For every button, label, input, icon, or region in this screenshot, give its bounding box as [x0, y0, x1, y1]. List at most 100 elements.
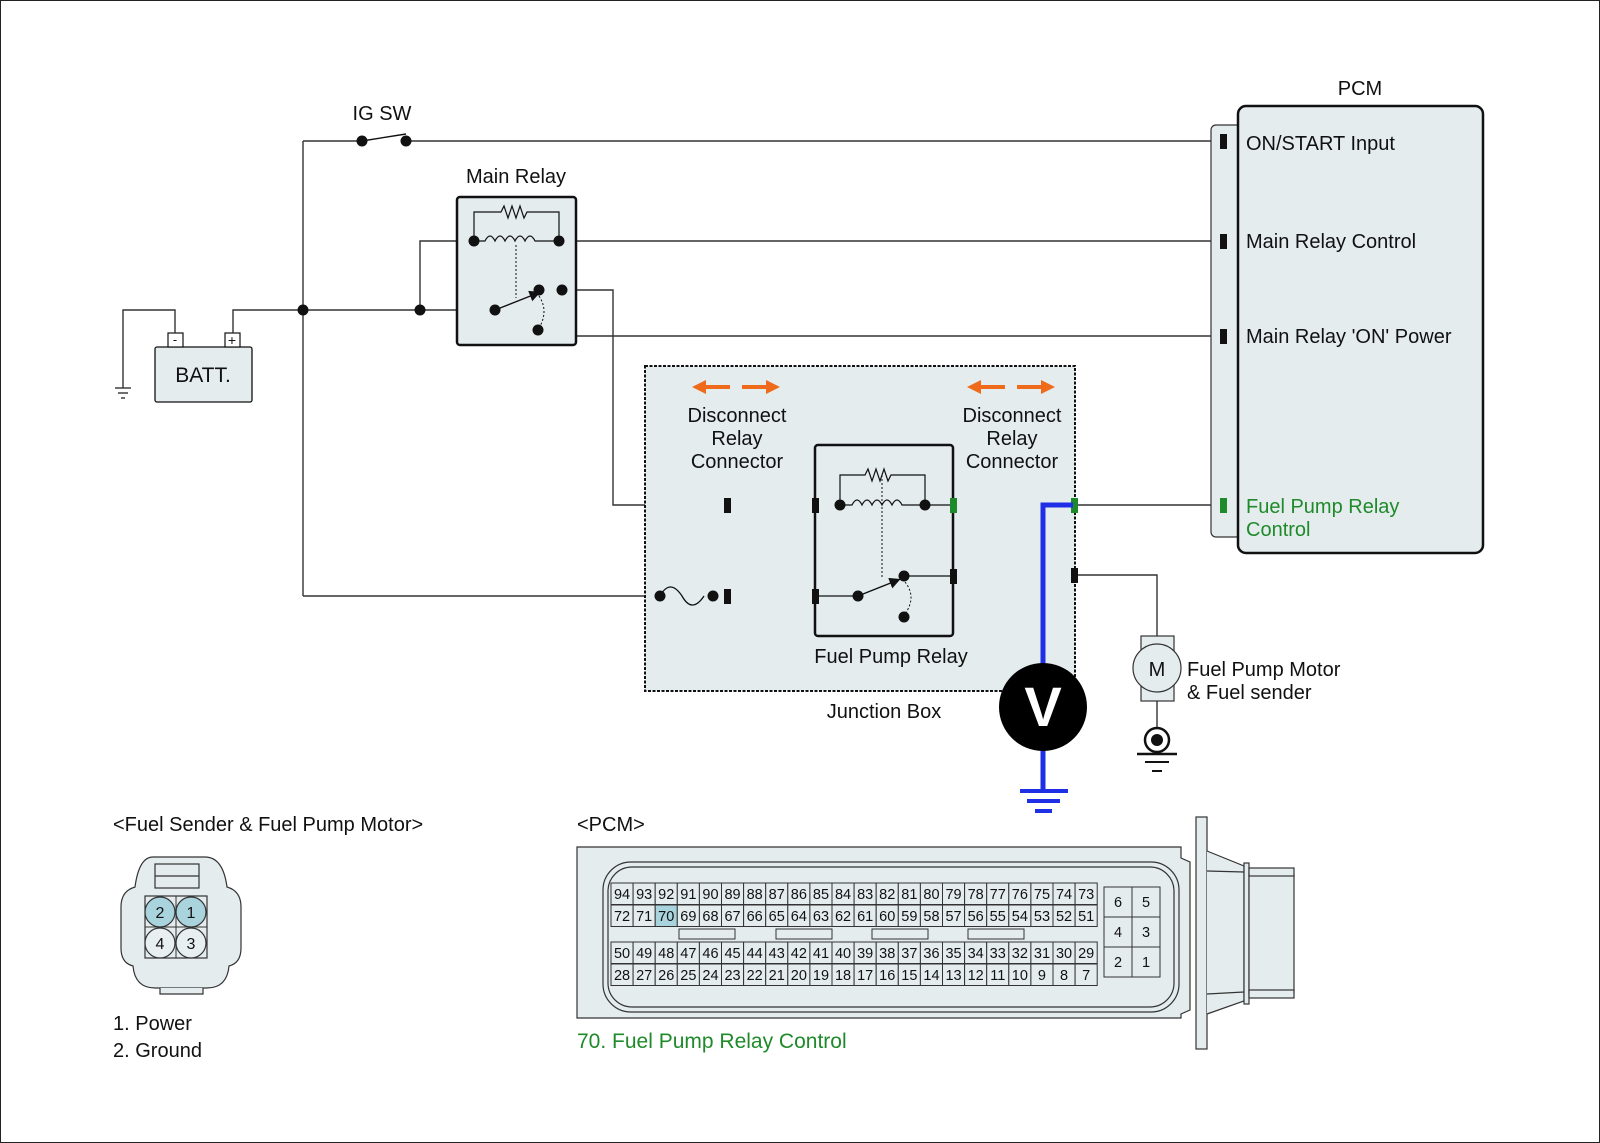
pcm-pin: 32 — [1008, 941, 1032, 964]
jb-pump-terminal — [1071, 568, 1078, 583]
pcm-pin: 9 — [1030, 963, 1054, 986]
pcm-pin: 68 — [698, 904, 723, 927]
voltmeter-probe[interactable]: V — [999, 502, 1087, 813]
svg-text:55: 55 — [990, 909, 1006, 925]
svg-text:45: 45 — [724, 946, 740, 962]
pcm-terminal-fuel-pump-relay-line1: Fuel Pump Relay — [1246, 496, 1399, 518]
svg-text:88: 88 — [747, 887, 763, 903]
pcm-pin: 45 — [721, 941, 745, 964]
pcm-pin: 46 — [698, 941, 723, 964]
pcm-pin: 11 — [986, 963, 1010, 986]
fuel-sender-pin: 1 — [175, 896, 207, 928]
pcm-terminal — [1220, 329, 1227, 344]
svg-text:46: 46 — [702, 946, 718, 962]
svg-text:61: 61 — [857, 909, 873, 925]
pcm-pin: 21 — [765, 963, 789, 986]
battery: - + BATT. — [154, 332, 253, 403]
svg-text:76: 76 — [1012, 887, 1028, 903]
svg-text:33: 33 — [990, 946, 1006, 962]
svg-text:2: 2 — [156, 905, 165, 922]
pcm-pin: 49 — [632, 941, 656, 964]
pcm-pin: 8 — [1052, 963, 1076, 986]
pcm-pin: 33 — [986, 941, 1010, 964]
svg-text:74: 74 — [1056, 887, 1072, 903]
pcm-pin: 27 — [632, 963, 656, 986]
pcm-pin: 18 — [831, 963, 855, 986]
pcm-pin: 16 — [875, 963, 899, 986]
pcm-pin: 37 — [897, 941, 921, 964]
pcm-pin: 40 — [831, 941, 855, 964]
pcm-pin: 75 — [1030, 882, 1054, 905]
svg-text:17: 17 — [857, 968, 873, 984]
pcm-pin: 56 — [964, 904, 988, 927]
main-relay[interactable]: Main Relay — [455, 166, 578, 347]
pcm-aux-pin: 6 — [1103, 886, 1133, 918]
svg-text:51: 51 — [1078, 909, 1094, 925]
svg-text:48: 48 — [658, 946, 674, 962]
svg-text:32: 32 — [1012, 946, 1028, 962]
pcm-pin: 87 — [765, 882, 789, 905]
svg-text:37: 37 — [901, 946, 917, 962]
pcm-pin: 22 — [743, 963, 767, 986]
svg-text:56: 56 — [968, 909, 984, 925]
svg-text:34: 34 — [968, 946, 984, 962]
svg-text:52: 52 — [1056, 909, 1072, 925]
svg-text:15: 15 — [901, 968, 917, 984]
pcm-pin: 58 — [919, 904, 944, 927]
svg-text:63: 63 — [813, 909, 829, 925]
pcm-pin: 59 — [897, 904, 921, 927]
pcm-pin: 81 — [897, 882, 921, 905]
svg-text:71: 71 — [636, 909, 652, 925]
motor-icon — [1132, 643, 1182, 693]
svg-text:13: 13 — [945, 968, 961, 984]
pcm-pin: 29 — [1074, 941, 1098, 964]
svg-text:83: 83 — [857, 887, 873, 903]
svg-text:47: 47 — [680, 946, 696, 962]
pcm-pin: 31 — [1030, 941, 1054, 964]
fuel-pump-relay[interactable]: Fuel Pump Relay — [812, 443, 968, 668]
pcm-pin: 66 — [743, 904, 767, 927]
pcm-aux-pin: 3 — [1131, 916, 1161, 948]
pcm-pin: 88 — [743, 882, 767, 905]
fuel-sender-legend-2: 2. Ground — [113, 1040, 202, 1062]
pcm-pin: 20 — [787, 963, 811, 986]
pcm-connector-title: <PCM> — [577, 814, 645, 836]
relay-control-terminal — [950, 498, 957, 513]
svg-text:40: 40 — [835, 946, 851, 962]
svg-text:68: 68 — [702, 909, 718, 925]
svg-text:38: 38 — [879, 946, 895, 962]
svg-text:6: 6 — [1114, 895, 1122, 911]
svg-text:16: 16 — [879, 968, 895, 984]
fuel-sender-pin: 2 — [144, 896, 176, 928]
pcm-pin: 69 — [676, 904, 700, 927]
pcm-terminal — [1220, 234, 1227, 249]
pcm-pin: 89 — [721, 882, 745, 905]
svg-text:4: 4 — [156, 936, 165, 953]
pcm-pin: 28 — [610, 963, 634, 986]
pcm-pin: 14 — [919, 963, 944, 986]
jb-control-terminal[interactable] — [1071, 498, 1078, 513]
pcm-pin: 83 — [853, 882, 877, 905]
svg-text:26: 26 — [658, 968, 674, 984]
pcm-pin: 50 — [610, 941, 634, 964]
svg-text:57: 57 — [945, 909, 961, 925]
pcm-pin: 73 — [1074, 882, 1098, 905]
svg-text:11: 11 — [990, 968, 1005, 984]
junction-dot — [297, 304, 309, 316]
fuel-pump-relay-label: Fuel Pump Relay — [814, 646, 967, 668]
svg-text:22: 22 — [747, 968, 763, 984]
voltmeter-icon — [999, 663, 1087, 751]
disconnect-arrows-right — [967, 380, 1055, 394]
relay-socket-terminal — [724, 498, 731, 513]
ig-sw-label: IG SW — [353, 103, 412, 125]
pcm-terminal — [1220, 134, 1227, 149]
pcm-aux-pin: 2 — [1103, 946, 1133, 978]
pcm-pin: 62 — [831, 904, 855, 927]
svg-text:87: 87 — [769, 887, 785, 903]
junction-box-label: Junction Box — [827, 701, 942, 723]
svg-text:3: 3 — [187, 936, 196, 953]
svg-text:69: 69 — [680, 909, 696, 925]
ignition-switch[interactable]: IG SW — [353, 103, 412, 147]
